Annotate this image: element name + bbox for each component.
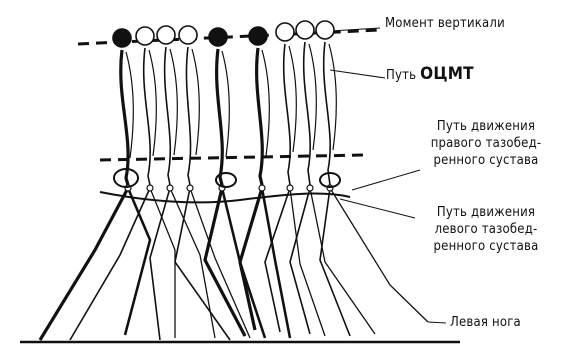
figure-leg-left: [150, 188, 170, 340]
figure-head: [249, 27, 267, 45]
figure-hip-joint: [187, 185, 193, 191]
figure-torso: [186, 47, 190, 185]
figure-arm: [170, 49, 177, 155]
figure-torso: [304, 42, 310, 185]
right-hip-path-line: [100, 155, 365, 160]
figure-torso: [165, 47, 171, 185]
label-left-hip-line-1: Путь движения: [406, 204, 566, 221]
figure-hip-joint: [147, 185, 153, 191]
pelvis-marker: [216, 173, 236, 187]
label-right-hip-line-1: Путь движения: [406, 118, 566, 135]
figure-head: [136, 27, 154, 45]
label-ocmt: ОЦМТ: [420, 64, 474, 84]
label-right-hip-path: Путь движения правого тазобед- ренного с…: [406, 118, 566, 169]
figure-leg-left: [240, 188, 262, 330]
right-hip-leader: [352, 170, 420, 190]
figure-leg-right: [222, 188, 265, 338]
figure-arm: [192, 49, 199, 155]
figure-head: [316, 21, 334, 39]
figure-torso: [257, 48, 263, 185]
figure-leg-left: [175, 188, 230, 340]
figure-torso: [284, 44, 290, 185]
figure-hip-joint: [307, 185, 313, 191]
figure-leg-right: [150, 188, 175, 338]
figure-hip-joint: [259, 185, 265, 191]
label-path-prefix: Путь: [386, 68, 416, 83]
figure-hip-joint: [167, 185, 173, 191]
label-left-hip-line-3: ренного сустава: [406, 238, 566, 255]
figure-torso: [144, 48, 150, 185]
left-hip-leader: [340, 199, 415, 218]
left-leg-leader: [428, 322, 446, 323]
figure-head: [276, 23, 294, 41]
figure-head: [209, 28, 227, 46]
ocmt-leader: [330, 70, 385, 78]
figure-leg-right: [290, 188, 325, 336]
figure-torso: [324, 42, 330, 185]
figure-head: [296, 21, 314, 39]
label-moment-vertical: Момент вертикали: [385, 15, 505, 32]
figure-torso: [121, 50, 128, 185]
label-ocmt-path: Путь ОЦМТ: [386, 66, 474, 84]
label-right-hip-line-2: правого тазобед-: [406, 135, 566, 152]
figure-hip-joint: [287, 185, 293, 191]
figure-leg-left: [265, 188, 290, 332]
label-right-hip-line-3: ренного сустава: [406, 152, 566, 169]
figure-head: [179, 26, 197, 44]
figure-torso: [217, 49, 223, 185]
label-left-hip-line-2: левого тазобед-: [406, 221, 566, 238]
label-left-hip-path: Путь движения левого тазобед- ренного су…: [406, 204, 566, 255]
figure-head: [113, 29, 131, 47]
label-left-leg: Левая нога: [450, 314, 521, 331]
figure-head: [157, 26, 175, 44]
walking-figures: [40, 21, 428, 340]
figure-leg-right: [125, 188, 150, 335]
